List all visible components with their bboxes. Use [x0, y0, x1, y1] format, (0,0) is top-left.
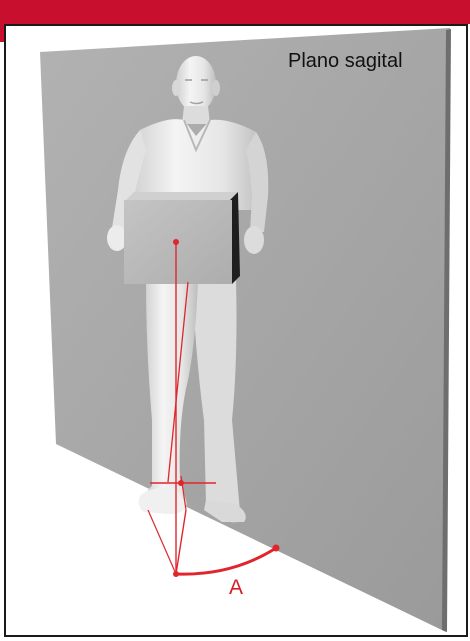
carried-box [124, 192, 240, 284]
angle-label: A [229, 576, 243, 600]
foot-point [178, 480, 184, 486]
sagittal-plane [40, 28, 450, 632]
angle-arc [176, 548, 276, 574]
box-top [126, 192, 238, 200]
angle-ray-front [176, 510, 186, 574]
neck [182, 106, 210, 124]
right-hand [244, 226, 264, 254]
center-of-mass-point [173, 239, 179, 245]
plane-label: Plano sagital [288, 50, 403, 73]
angle-vertex-point [173, 571, 179, 577]
angle-ray-back [148, 510, 176, 574]
angle-end-point [273, 545, 280, 552]
